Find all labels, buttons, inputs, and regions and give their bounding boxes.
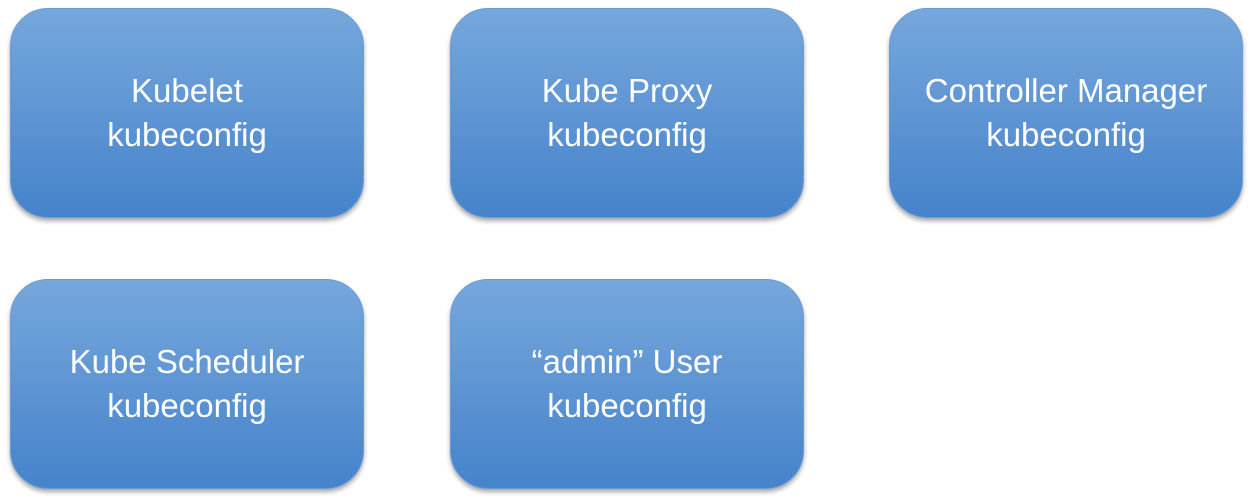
- controller-manager-kubeconfig-box: Controller Manager kubeconfig: [889, 8, 1243, 218]
- box-title: Kube Scheduler: [69, 343, 305, 380]
- box-subtitle: kubeconfig: [547, 387, 707, 424]
- kubelet-kubeconfig-box: Kubelet kubeconfig: [10, 8, 364, 218]
- box-subtitle: kubeconfig: [107, 116, 267, 153]
- box-subtitle: kubeconfig: [107, 387, 267, 424]
- box-title: Controller Manager: [924, 72, 1208, 109]
- box-subtitle: kubeconfig: [547, 116, 707, 153]
- kube-scheduler-kubeconfig-box: Kube Scheduler kubeconfig: [10, 279, 364, 489]
- box-title: Kubelet: [131, 72, 243, 109]
- box-subtitle: kubeconfig: [986, 116, 1146, 153]
- box-title: Kube Proxy: [541, 72, 713, 109]
- box-title: “admin” User: [531, 343, 723, 380]
- kube-proxy-kubeconfig-box: Kube Proxy kubeconfig: [450, 8, 804, 218]
- admin-user-kubeconfig-box: “admin” User kubeconfig: [450, 279, 804, 489]
